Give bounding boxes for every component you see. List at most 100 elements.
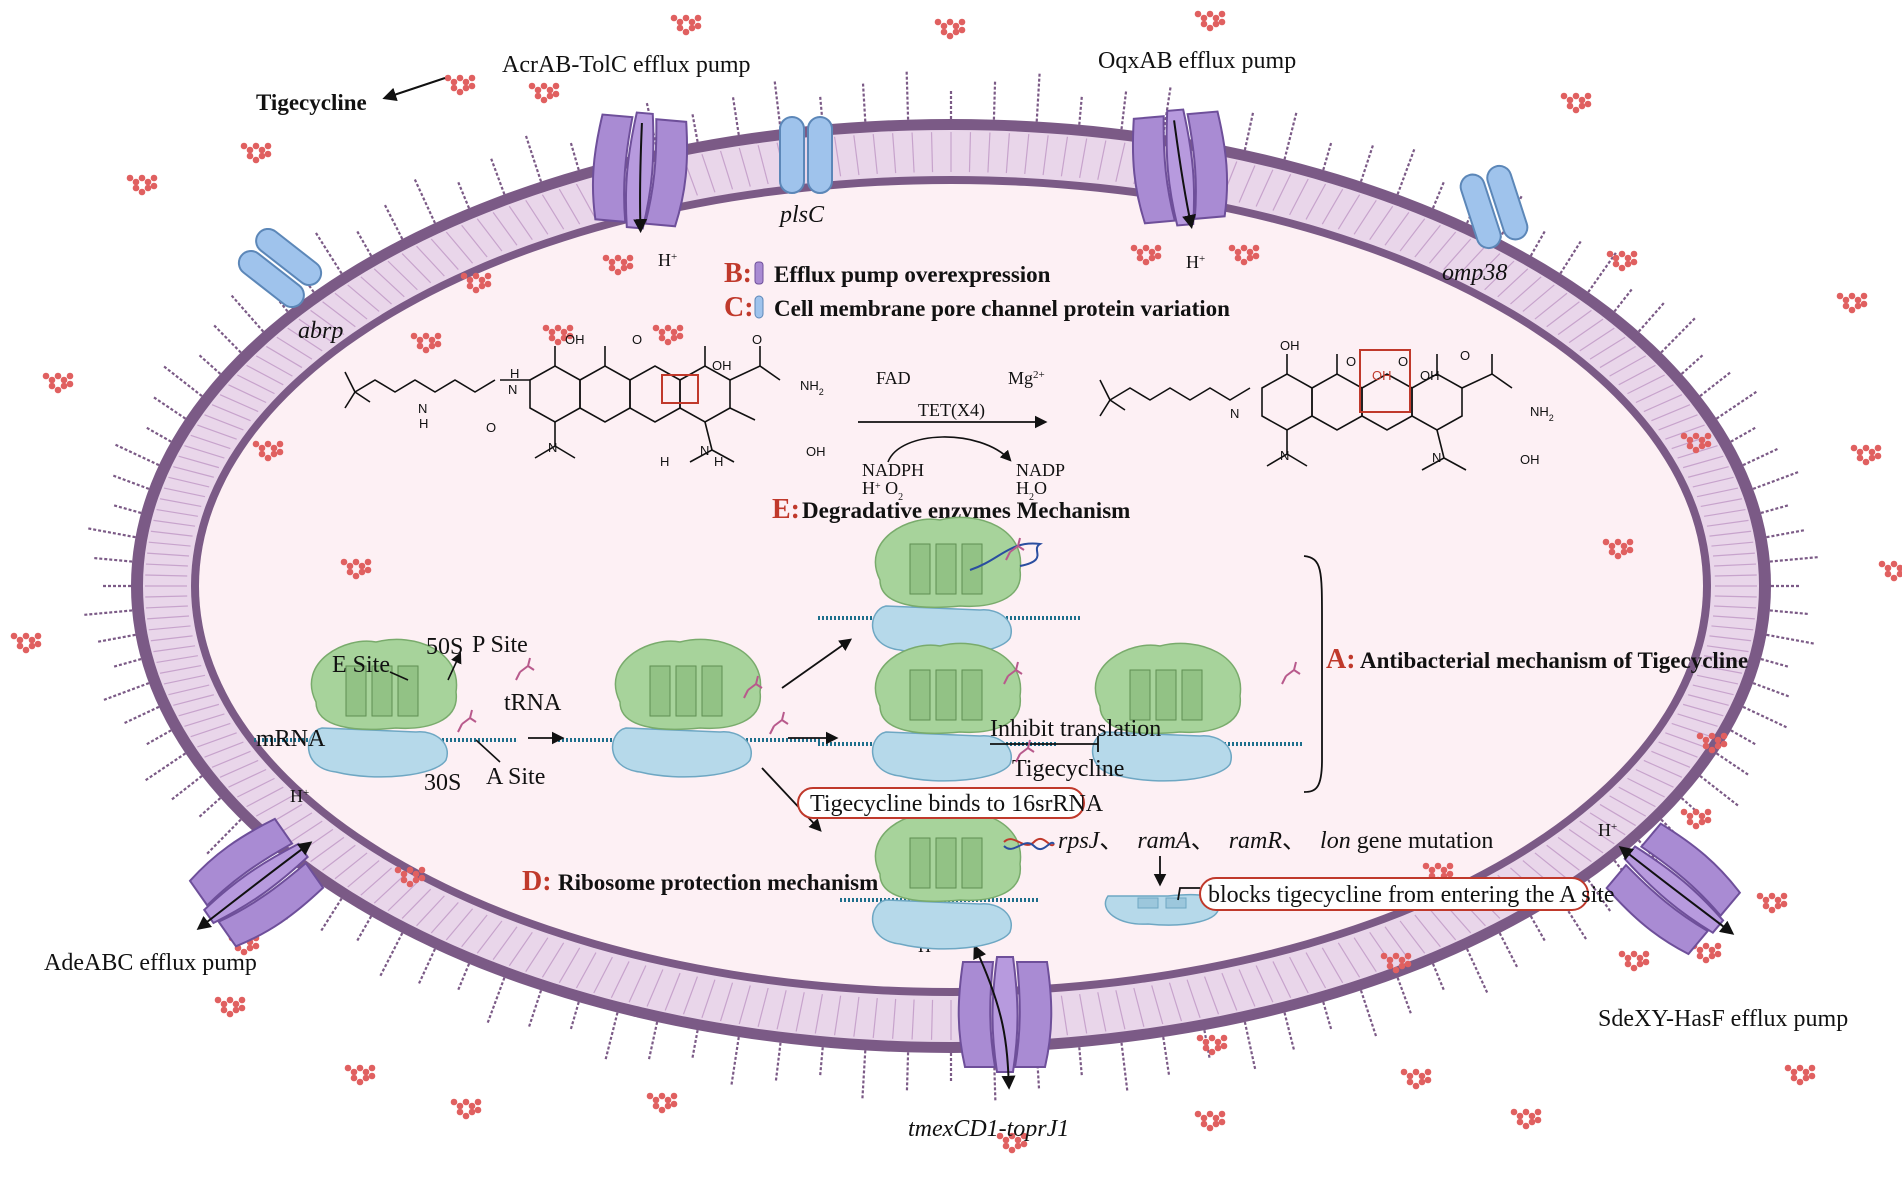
lipid-tail (664, 972, 681, 1011)
lipid-tail (1712, 552, 1755, 557)
lipid-tail (1696, 674, 1739, 685)
tigecycline-molecule (444, 74, 476, 96)
molecule-atom (1624, 254, 1632, 262)
lipid-tail (266, 345, 303, 369)
molecule-atom (1214, 1038, 1222, 1046)
lipid-tail (930, 132, 934, 173)
molecule-atom (1874, 452, 1882, 460)
molecule-atom (1774, 902, 1782, 910)
molecule-atom (1398, 962, 1406, 970)
mini-trna-icons (457, 537, 1301, 763)
tigecycline-molecule (1756, 892, 1788, 914)
svg-text:OH: OH (1280, 338, 1300, 353)
lipid-tail (1711, 541, 1754, 547)
lps-chain (1498, 932, 1519, 968)
molecule-atom (1406, 1078, 1414, 1086)
molecule-atom (1560, 92, 1568, 100)
inhibit-translation-label: Inhibit translation (990, 716, 1161, 742)
lipid-tail (1589, 812, 1626, 836)
lipid-tail (892, 133, 897, 174)
molecule-atom (1212, 14, 1220, 22)
molecule-atom (1418, 1072, 1426, 1080)
step-arrow-up (781, 638, 853, 689)
molecule-atom (264, 440, 272, 448)
mrna-label: mRNA (256, 726, 326, 752)
svg-text:H: H (660, 454, 669, 469)
molecule-atom (276, 440, 284, 448)
molecule-atom (456, 1108, 464, 1116)
mechanism-e-letter: E: (772, 494, 800, 525)
molecule-atom (1618, 950, 1626, 958)
molecule-atom (444, 74, 452, 82)
molecule-atom (418, 866, 426, 874)
lipid-tail (1700, 498, 1743, 508)
molecule-atom (1624, 260, 1632, 268)
lps-chain (1769, 556, 1818, 563)
lipid-tail (387, 260, 418, 291)
molecule-atom (1608, 542, 1616, 550)
molecule-atom (48, 376, 56, 384)
lps-chain (1396, 148, 1416, 195)
svg-text:O: O (486, 420, 496, 435)
molecule-atom (346, 562, 354, 570)
molecule-atom (1522, 1108, 1530, 1116)
molecule-atom (144, 178, 152, 186)
molecule-atom (658, 328, 666, 336)
molecule-atom (220, 1006, 228, 1014)
molecule-atom (1696, 952, 1704, 960)
molecule-atom (1686, 818, 1694, 826)
lipid-tail (1688, 694, 1729, 706)
tigecycline-molecule (1696, 732, 1728, 754)
lipid-tail (430, 238, 459, 270)
molecule-atom (1240, 258, 1248, 266)
a-site-pointer (475, 739, 501, 763)
lipid-tail (1115, 142, 1126, 182)
lipid-tail (1353, 200, 1377, 235)
lipid-tail (1534, 292, 1568, 320)
molecule-atom (1534, 1108, 1542, 1116)
lps-chain (84, 609, 133, 616)
lipid-tail (719, 150, 734, 190)
lps-chain (1243, 1021, 1257, 1070)
molecule-atom (1418, 1078, 1426, 1086)
lipid-tail (1353, 937, 1377, 972)
molecule-atom (1212, 1120, 1220, 1128)
molecule-atom (1398, 956, 1406, 964)
lipid-tail (1255, 169, 1274, 207)
molecule-atom (1808, 1072, 1816, 1080)
molecule-atom (144, 184, 152, 192)
molecule-atom (676, 24, 684, 32)
lipid-tail (814, 993, 823, 1034)
hydroxyl-group: OH (1372, 368, 1392, 383)
molecule-atom (1194, 10, 1202, 18)
lipid-tail (255, 355, 293, 377)
lipid-tail (1097, 992, 1107, 1032)
molecule-atom (240, 142, 248, 150)
molecule-atom (462, 1112, 470, 1120)
lipid-tail (1579, 820, 1615, 845)
molecule-atom (1142, 258, 1150, 266)
molecule-atom (1780, 892, 1788, 900)
lipid-tail (148, 541, 191, 547)
lps-chain (1322, 1001, 1333, 1030)
molecule-atom (1698, 442, 1706, 450)
molecule-atom (1578, 102, 1586, 110)
tigecycline-molecule (1602, 538, 1634, 560)
molecule-atom (1020, 1140, 1028, 1148)
tigecycline-molecule (1196, 1034, 1228, 1056)
molecule-atom (1194, 1110, 1202, 1118)
molecule-atom (534, 92, 542, 100)
p-site-label: P Site (472, 632, 528, 658)
molecule-atom (132, 178, 140, 186)
molecule-atom (670, 334, 678, 342)
molecule-atom (1516, 1118, 1524, 1126)
molecule-atom (434, 340, 442, 348)
lipid-tail (1688, 466, 1729, 478)
lipid-tail (287, 327, 323, 352)
molecule-atom (220, 1000, 228, 1008)
molecule-atom (1014, 1136, 1022, 1144)
lps-chain (315, 232, 343, 275)
molecule-atom (368, 1064, 376, 1072)
molecule-atom (566, 324, 574, 332)
molecule-atom (1702, 956, 1710, 964)
